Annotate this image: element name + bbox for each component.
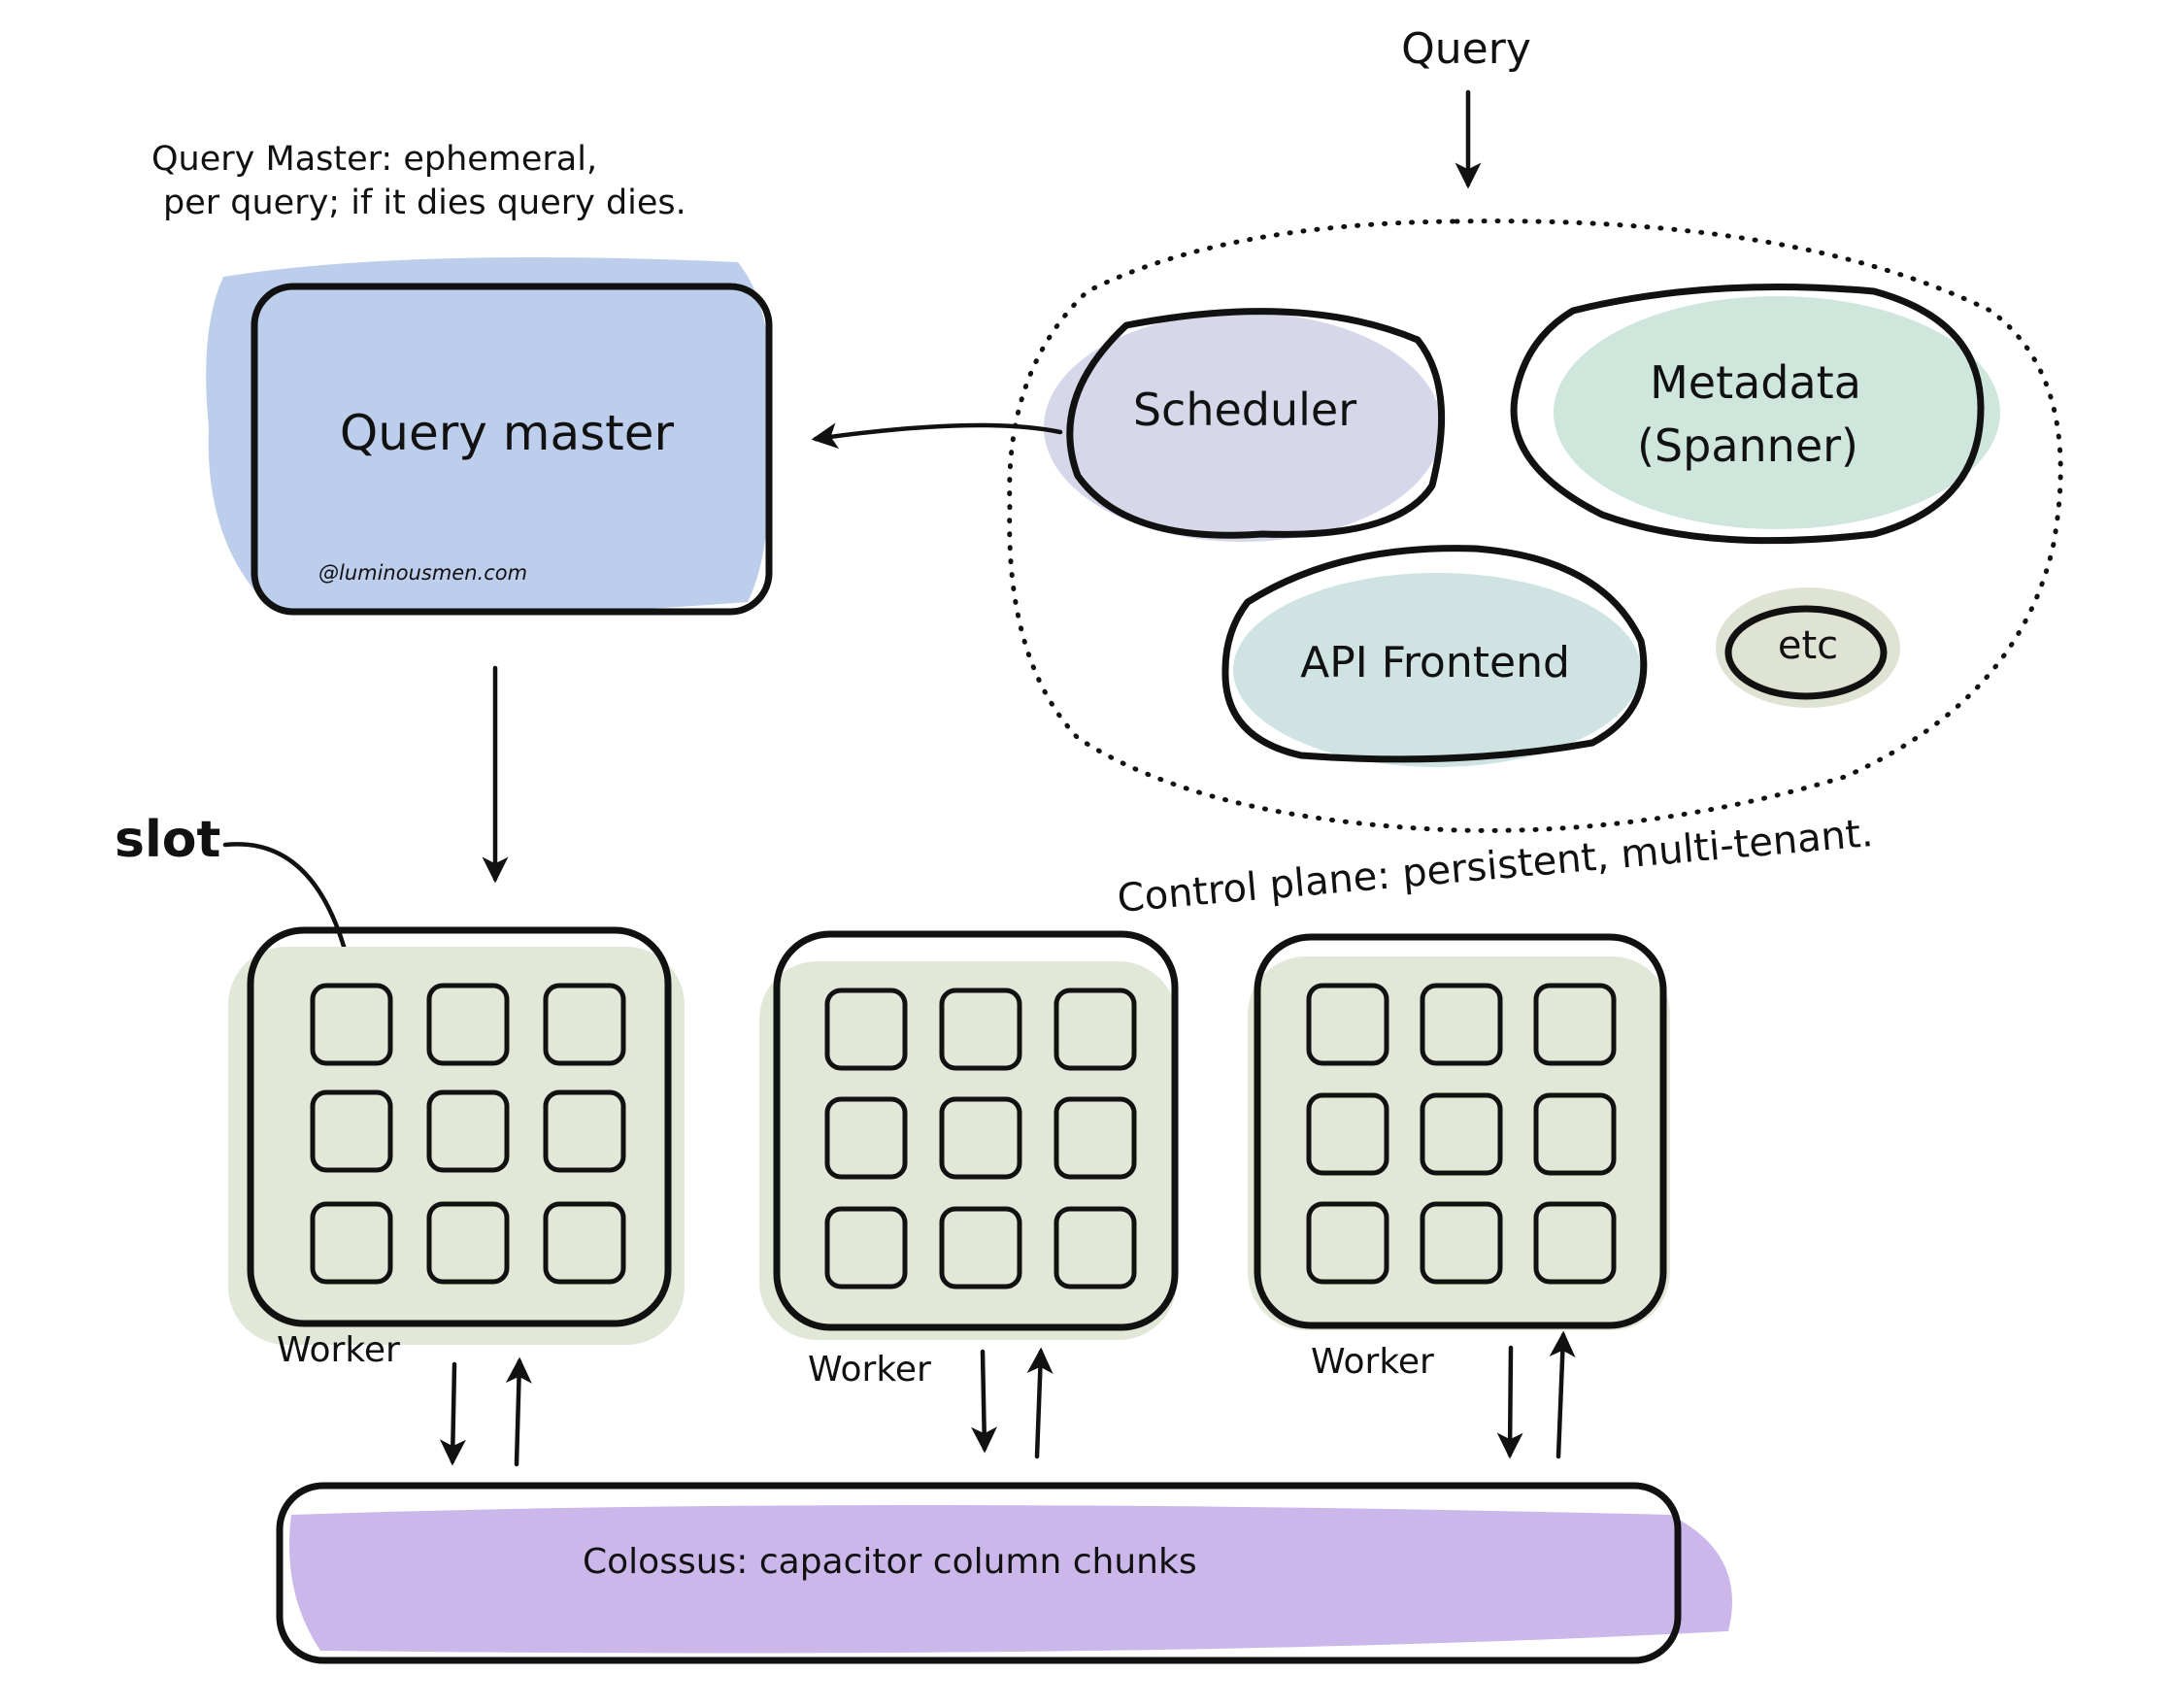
worker-node-2: Worker xyxy=(759,930,1179,1390)
slot xyxy=(310,1089,393,1173)
slot xyxy=(426,1201,510,1285)
worker-3-write-arrow xyxy=(1549,1330,1576,1459)
slot xyxy=(1533,1092,1617,1176)
etc-label: etc xyxy=(1778,623,1838,668)
scheduler-to-query-master-arrow xyxy=(811,422,1063,450)
metadata-node: Metadata (Spanner) xyxy=(1510,284,2000,545)
slot xyxy=(1306,983,1389,1066)
colossus-label: Colossus: capacitor column chunks xyxy=(583,1542,1197,1582)
slot xyxy=(426,1089,510,1173)
worker-node-1: Worker xyxy=(228,926,685,1370)
worker-box xyxy=(773,930,1179,1331)
api-frontend-label: API Frontend xyxy=(1300,638,1570,687)
slot xyxy=(310,1201,393,1285)
slot xyxy=(824,988,908,1071)
slot xyxy=(426,983,510,1066)
slot-grid xyxy=(310,983,626,1285)
slot xyxy=(310,983,393,1066)
worker-3-read-arrow xyxy=(1496,1345,1523,1459)
query-master-note-line1: Query Master: ephemeral, xyxy=(151,140,597,179)
worker-label: Worker xyxy=(808,1350,931,1390)
slot xyxy=(1420,1201,1503,1285)
slot xyxy=(1306,1092,1389,1176)
slot xyxy=(1533,983,1617,1066)
control-plane-group: Scheduler Metadata (Spanner) API Fronten… xyxy=(1007,218,2063,833)
metadata-label-line1: Metadata xyxy=(1650,356,1861,409)
slot-grid xyxy=(1306,983,1617,1285)
metadata-label-line2: (Spanner) xyxy=(1637,419,1858,472)
colossus-wash xyxy=(289,1505,1732,1654)
query-master-wash xyxy=(206,257,770,615)
slot xyxy=(1533,1201,1617,1285)
colossus-storage-node: Colossus: capacitor column chunks xyxy=(276,1482,1732,1664)
slot xyxy=(1054,1206,1137,1289)
worker-1-read-arrow xyxy=(439,1361,466,1466)
slot xyxy=(1054,1096,1137,1180)
slot xyxy=(1306,1201,1389,1285)
slot xyxy=(1420,983,1503,1066)
slot xyxy=(543,1201,626,1285)
slot xyxy=(824,1206,908,1289)
worker-1-write-arrow xyxy=(505,1356,532,1467)
worker-node-3: Worker xyxy=(1248,933,1670,1382)
worker-label: Worker xyxy=(277,1330,400,1370)
query-input-label: Query xyxy=(1401,24,1531,74)
slot xyxy=(939,988,1022,1071)
worker-box xyxy=(1254,933,1667,1329)
worker-storage-arrows xyxy=(439,1330,1576,1467)
query-master-box xyxy=(251,283,773,616)
worker-2-read-arrow xyxy=(971,1349,998,1454)
watermark: @luminousmen.com xyxy=(318,561,527,585)
slot xyxy=(543,1089,626,1173)
slot xyxy=(939,1206,1022,1289)
query-master-node: Query master @luminousmen.com xyxy=(206,257,773,616)
query-master-label: Query master xyxy=(340,405,675,461)
worker-label: Worker xyxy=(1311,1342,1434,1382)
slot-pointer-line xyxy=(222,842,354,979)
control-plane-caption: Control plane: persistent, multi-tenant. xyxy=(1116,811,1875,921)
worker-2-write-arrow xyxy=(1026,1347,1054,1459)
slot xyxy=(824,1096,908,1180)
api-frontend-node: API Frontend xyxy=(1221,545,1648,767)
etc-node: etc xyxy=(1716,587,1900,708)
colossus-box xyxy=(276,1482,1682,1664)
slot xyxy=(1054,988,1137,1071)
slot-label: slot xyxy=(115,811,220,869)
slot xyxy=(939,1096,1022,1180)
slot xyxy=(543,983,626,1066)
scheduler-label: Scheduler xyxy=(1133,384,1356,436)
slot xyxy=(1420,1092,1503,1176)
scheduler-node: Scheduler xyxy=(1044,308,1446,542)
worker-box xyxy=(247,926,672,1327)
query-master-note-line2: per query; if it dies query dies. xyxy=(163,184,686,222)
slot-grid xyxy=(824,988,1137,1289)
